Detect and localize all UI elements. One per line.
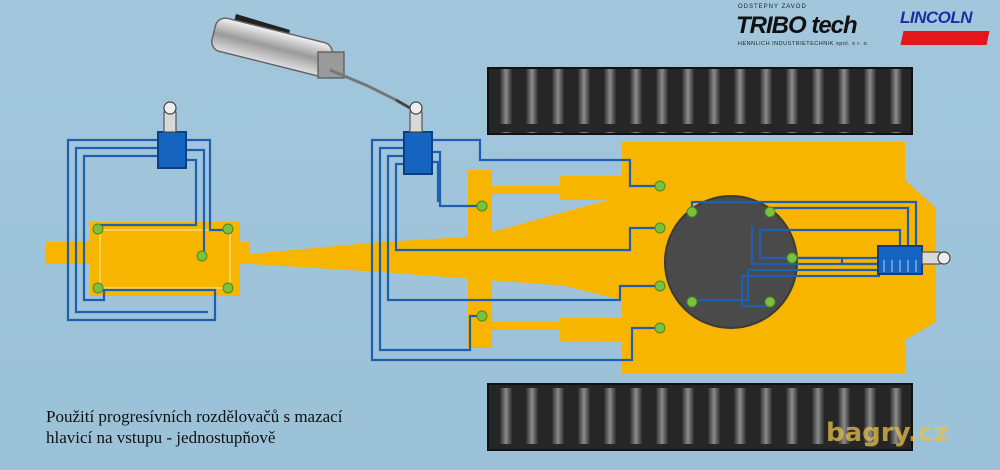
grease-nipple-icon bbox=[163, 101, 177, 133]
lube-points bbox=[92, 180, 798, 334]
caption-line-1: Použití progresívních rozdělovačů s maza… bbox=[46, 407, 343, 426]
lube-lines bbox=[66, 138, 918, 362]
lincoln-logo: LINCOLN bbox=[900, 8, 992, 46]
track-top bbox=[487, 67, 913, 135]
tribotech-subtitle: HENNLICH INDUSTRIETECHNIK spol. s r. o. bbox=[738, 41, 870, 47]
bagry-watermark: bagry.cz bbox=[826, 418, 949, 448]
divider-block-left bbox=[157, 131, 187, 169]
tribotech-name: TRIBO tech bbox=[736, 12, 858, 39]
track-bottom bbox=[487, 383, 913, 451]
divider-block-center bbox=[403, 131, 433, 175]
tribotech-logo: ODSTEPNY ZAVOD TRIBO tech HENNLICH INDUS… bbox=[736, 4, 886, 50]
grease-nipple-icon bbox=[921, 251, 951, 265]
grease-gun-icon bbox=[211, 14, 411, 110]
lincoln-red-bar bbox=[900, 31, 990, 45]
caption-line-2: hlavicí na vstupu - jednostupňově bbox=[46, 428, 276, 447]
diagram-caption: Použití progresívních rozdělovačů s maza… bbox=[46, 406, 342, 448]
boom-cylinder bbox=[99, 229, 231, 289]
turntable bbox=[664, 195, 798, 329]
lincoln-name: LINCOLN bbox=[900, 8, 973, 27]
tribotech-top-text: ODSTEPNY ZAVOD bbox=[738, 4, 807, 10]
grease-nipple-icon bbox=[409, 101, 423, 133]
